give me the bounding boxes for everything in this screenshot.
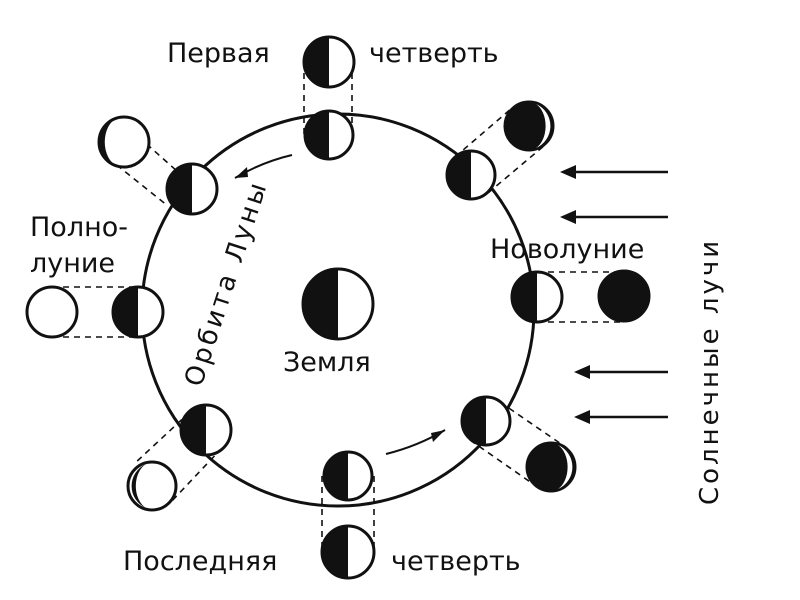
label-first-quarter-left: Первая: [167, 38, 270, 69]
moon-lower-left: [126, 403, 233, 512]
label-sun-rays: Солнечные лучи: [695, 238, 725, 505]
label-full-moon-line2: луние: [30, 248, 115, 279]
moon-upper-left: [97, 115, 219, 216]
orbit-arrow-bottom: [385, 429, 446, 455]
sun-ray-arrow: [560, 210, 668, 224]
moon-first-quarter: [302, 35, 356, 161]
orbit-arrow-top: [234, 154, 293, 179]
sun-ray-arrows: [560, 165, 668, 424]
sun-ray-arrow: [574, 365, 668, 379]
sun-ray-arrow: [560, 165, 668, 179]
sun-ray-arrow: [574, 410, 668, 424]
moon-new-moon: [510, 269, 651, 324]
moon-lower-right: [460, 395, 577, 493]
label-full-moon-line1: Полно-: [30, 212, 128, 243]
label-new-moon: Новолуние: [490, 234, 644, 265]
label-earth: Земля: [283, 347, 371, 378]
moon-full-moon: [25, 285, 165, 339]
label-last-quarter-right: четверть: [391, 546, 521, 577]
label-first-quarter-right: четверть: [369, 38, 499, 69]
label-last-quarter-left: Последняя: [123, 546, 277, 577]
moon-waxing-crescent: [445, 100, 555, 201]
earth: [301, 267, 375, 341]
moon-last-quarter: [320, 450, 376, 580]
